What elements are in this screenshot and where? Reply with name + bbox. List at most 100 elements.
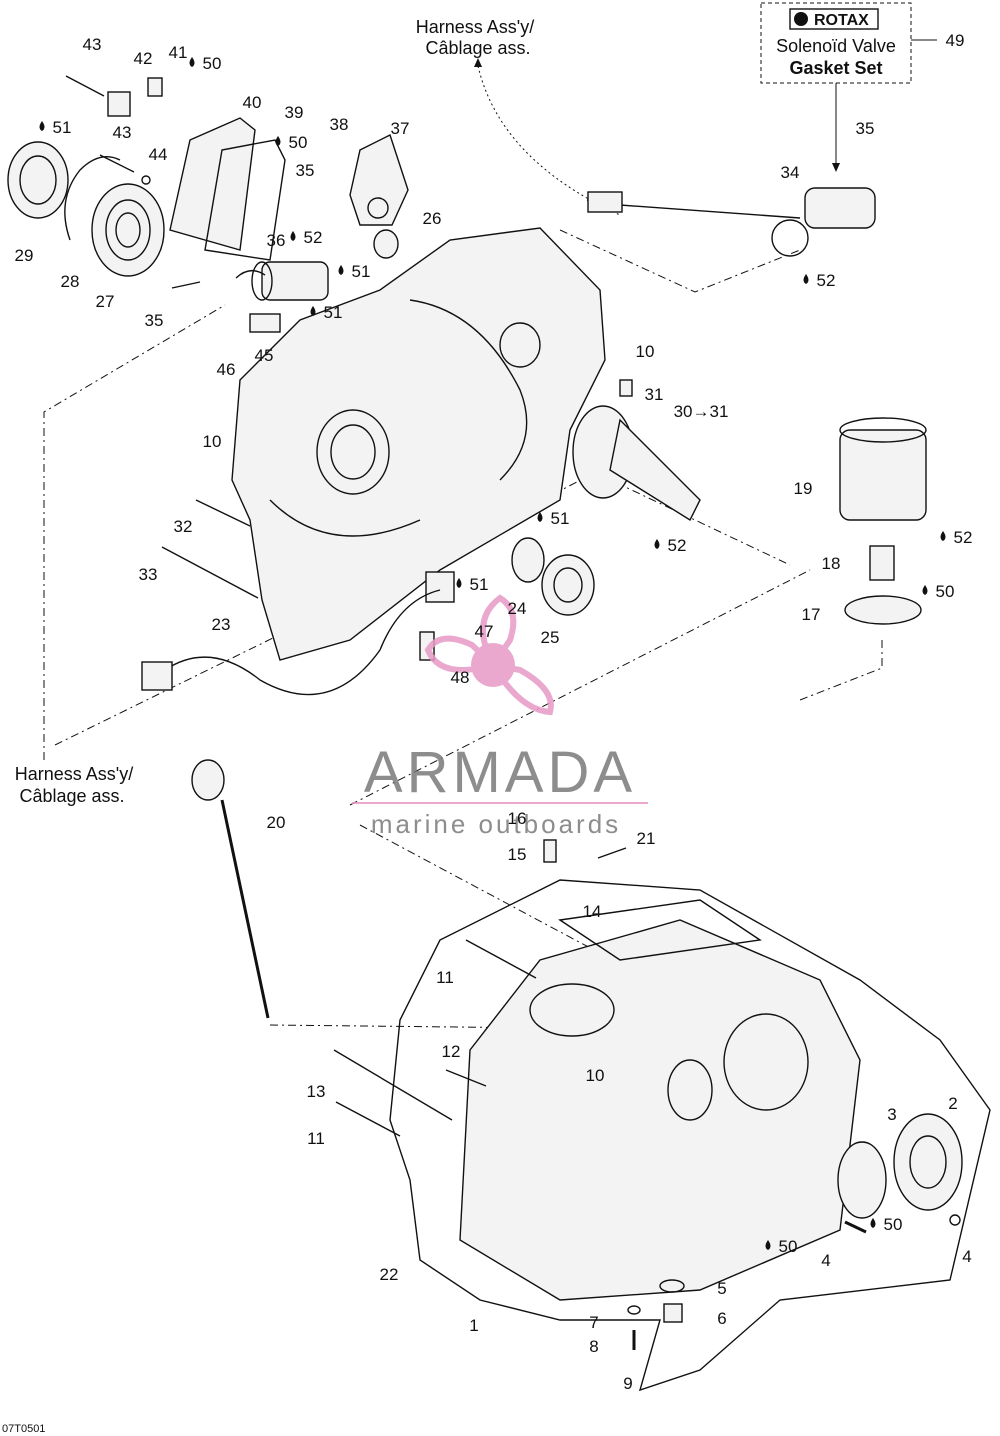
callout-c20: 20 — [267, 813, 286, 832]
callout-c35a: 35 — [296, 161, 315, 180]
bolts-32-33 — [161, 499, 259, 599]
bolts-43-44 — [65, 75, 151, 185]
callout-c43b: 43 — [113, 123, 132, 142]
callout-c16: 16 — [508, 809, 527, 828]
callout-c42: 42 — [134, 49, 153, 68]
callout-c48: 48 — [451, 668, 470, 687]
callout-c19: 19 — [794, 479, 813, 498]
callout-c23: 23 — [212, 615, 231, 634]
lubricant-drop-icon — [456, 578, 462, 588]
crankcase-upper-23 — [231, 227, 606, 661]
callout-c24: 24 — [508, 599, 527, 618]
callout-c51b: 51 — [352, 262, 371, 281]
gasket-set-box: ROTAX Solenoïd Valve Gasket Set — [760, 2, 937, 172]
callout-c4b: 4 — [962, 1247, 971, 1266]
callout-c41: 41 — [169, 43, 188, 62]
callout-c37: 37 — [391, 119, 410, 138]
callout-c3: 3 — [887, 1105, 896, 1124]
callout-c51c: 51 — [324, 303, 343, 322]
callout-c10b: 10 — [203, 432, 222, 451]
harness-cable — [141, 589, 441, 696]
seal-26 — [373, 229, 399, 259]
callout-c32: 32 — [174, 517, 193, 536]
figure-code: 07T0501 — [2, 1423, 45, 1435]
lubricant-drop-icon — [537, 512, 543, 522]
bearings-2-3 — [837, 1113, 963, 1219]
plate-17 — [844, 595, 922, 625]
callout-c2: 2 — [948, 1094, 957, 1113]
propeller-logo-icon — [424, 594, 554, 716]
spring-15-16 — [543, 839, 627, 863]
lubricant-drop-icon — [189, 57, 195, 67]
lubricant-drop-icon — [870, 1218, 876, 1228]
callout-c31: 31 — [645, 385, 664, 404]
lubricant-drop-icon — [39, 121, 45, 131]
callout-c34: 34 — [781, 163, 800, 182]
callout-c15: 15 — [508, 845, 527, 864]
harness-label-top: Harness Ass'y/ Câblage ass. — [416, 17, 621, 216]
callout-c38: 38 — [330, 115, 349, 134]
oil-filter-19 — [839, 417, 927, 521]
kit-line-2: Gasket Set — [789, 58, 882, 78]
callout-c49ref: 49 — [946, 31, 965, 50]
callout-c33: 33 — [139, 565, 158, 584]
callout-c12: 12 — [442, 1042, 461, 1061]
lubricant-drop-icon — [654, 539, 660, 549]
lubricant-drop-icon — [338, 265, 344, 275]
callout-c21: 21 — [637, 829, 656, 848]
sensor-37 — [349, 134, 409, 226]
callout-c5: 5 — [717, 1279, 726, 1298]
watermark-subtitle: marine outboards — [371, 809, 621, 839]
callout-c35c: 35 — [856, 119, 875, 138]
callout-c9: 9 — [623, 1374, 632, 1393]
callout-c25: 25 — [541, 628, 560, 647]
callout-c43a: 43 — [83, 35, 102, 54]
lubricant-drop-icon — [922, 585, 928, 595]
solenoid-34 — [586, 187, 876, 257]
harness-top-line-1: Harness Ass'y/ — [416, 17, 534, 37]
bearing-27 — [91, 183, 165, 277]
callout-c10c: 10 — [586, 1066, 605, 1085]
callout-c22: 22 — [380, 1265, 399, 1284]
watermark-title: ARMADA — [364, 740, 636, 805]
circlip-28 — [64, 156, 121, 241]
callout-c1: 1 — [469, 1316, 478, 1335]
callout-c17: 17 — [802, 605, 821, 624]
dipstick-20 — [191, 759, 270, 1019]
crankcase-lower-22 — [389, 879, 991, 1392]
callout-c50c: 50 — [936, 582, 955, 601]
callout-c52a: 52 — [304, 228, 323, 247]
solenoid-36 — [235, 261, 329, 301]
callout-c52c: 52 — [668, 536, 687, 555]
callout-c36: 36 — [267, 231, 286, 250]
callout-c45: 45 — [255, 346, 274, 365]
cover-40-39 — [169, 117, 286, 261]
callout-c11a: 11 — [436, 968, 454, 987]
callout-c50a: 50 — [203, 54, 222, 73]
armada-watermark: ARMADA marine outboards — [352, 594, 648, 839]
callout-c50e: 50 — [779, 1237, 798, 1256]
seal-29 — [7, 141, 69, 219]
callout-c51e: 51 — [470, 575, 489, 594]
callout-c3031: 30→31 — [674, 402, 729, 421]
callout-c14: 14 — [583, 902, 602, 921]
callout-c46: 46 — [217, 360, 236, 379]
callout-c47: 47 — [475, 622, 494, 641]
callout-c35b: 35 — [145, 311, 164, 330]
callout-c27: 27 — [96, 292, 115, 311]
sensor-47-48 — [419, 571, 455, 661]
callout-c4a: 4 — [821, 1251, 830, 1270]
kit-brand: ROTAX — [814, 12, 869, 29]
callout-c18: 18 — [822, 554, 841, 573]
callout-c52b: 52 — [954, 528, 973, 547]
rotax-logo-icon — [794, 12, 808, 26]
callout-c11b: 11 — [307, 1129, 325, 1148]
lubricant-drop-icon — [275, 136, 281, 146]
kit-line-1: Solenoïd Valve — [776, 36, 896, 56]
nipple-18 — [869, 545, 895, 581]
bolts-11-12-13 — [333, 939, 537, 1137]
callout-c7: 7 — [589, 1313, 598, 1332]
callout-c50b: 50 — [289, 133, 308, 152]
